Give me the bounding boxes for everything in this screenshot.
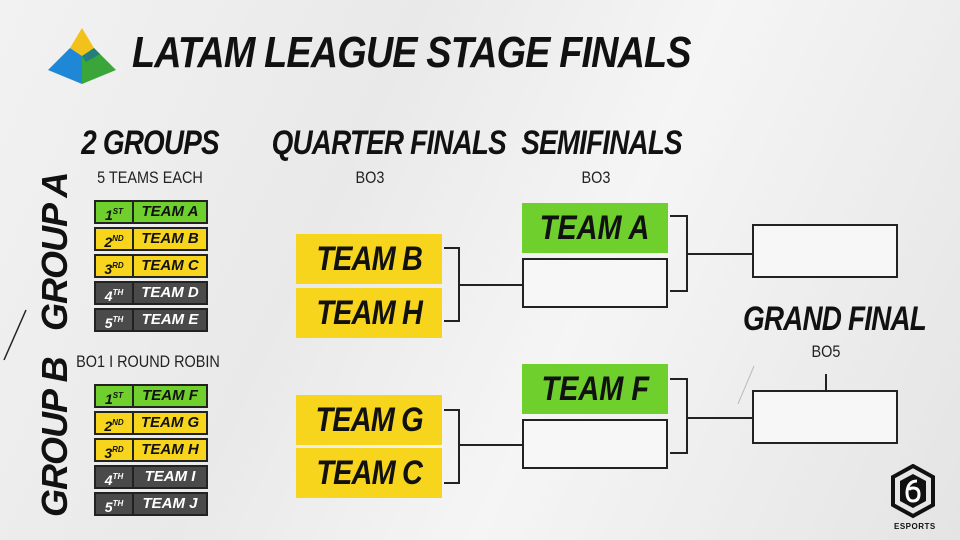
- rank-cell: 4TH: [94, 281, 134, 305]
- sf2-seed: TEAM F: [522, 364, 668, 414]
- table-row: 5TH TEAM E: [94, 308, 208, 332]
- rank-cell: 1ST: [94, 384, 134, 408]
- sf2-connector-vertical: [686, 378, 688, 454]
- sf1-connector-out: [688, 253, 752, 255]
- qf2-connector-top: [444, 409, 460, 411]
- qf1-team-top: TEAM B: [296, 234, 442, 284]
- team-cell: TEAM E: [134, 308, 208, 332]
- qf1-connector-top: [444, 247, 460, 249]
- qf2-connector-bottom: [444, 482, 460, 484]
- group-b-label: GROUP B: [34, 357, 75, 517]
- qf1-connector-vertical: [458, 247, 460, 322]
- table-row: 5TH TEAM J: [94, 492, 208, 516]
- sf1-connector-bottom: [670, 290, 688, 292]
- table-row: 3RD TEAM H: [94, 438, 208, 462]
- sf2-connector-top: [670, 378, 688, 380]
- rank-cell: 5TH: [94, 308, 134, 332]
- esports-label: ESPORTS: [894, 522, 936, 531]
- background-slash-decoration: [3, 309, 27, 361]
- team-cell: TEAM G: [134, 411, 208, 435]
- rank-cell: 3RD: [94, 254, 134, 278]
- team-cell: TEAM J: [134, 492, 208, 516]
- background-slash-decoration: [737, 365, 755, 405]
- qf1-connector-out: [460, 284, 522, 286]
- table-row: 2ND TEAM B: [94, 227, 208, 251]
- group-a-table: 1ST TEAM A 2ND TEAM B 3RD TEAM C 4TH TEA…: [94, 200, 208, 335]
- rank-cell: 2ND: [94, 411, 134, 435]
- table-row: 1ST TEAM A: [94, 200, 208, 224]
- team-cell: TEAM A: [134, 200, 208, 224]
- groups-subheading: 5 TEAMS EACH: [97, 168, 203, 187]
- qf2-connector-vertical: [458, 409, 460, 484]
- sf2-connector-out: [688, 417, 752, 419]
- rank-cell: 1ST: [94, 200, 134, 224]
- team-cell: TEAM H: [134, 438, 208, 462]
- grand-final-slot-bottom: [752, 390, 898, 444]
- table-row: 4TH TEAM I: [94, 465, 208, 489]
- semifinals-format: BO3: [581, 168, 611, 187]
- grand-final-format: BO5: [811, 342, 841, 361]
- rank-cell: 5TH: [94, 492, 134, 516]
- groups-heading: 2 GROUPS: [81, 124, 219, 162]
- grand-final-heading: GRAND FINAL: [743, 300, 927, 338]
- team-cell: TEAM B: [134, 227, 208, 251]
- semifinals-heading: SEMIFINALS: [521, 124, 682, 162]
- table-row: 1ST TEAM F: [94, 384, 208, 408]
- qf1-connector-bottom: [444, 320, 460, 322]
- grand-final-slot-top: [752, 224, 898, 278]
- page-title: LATAM LEAGUE STAGE FINALS: [132, 28, 692, 77]
- sf1-seed: TEAM A: [522, 203, 668, 253]
- group-b-table: 1ST TEAM F 2ND TEAM G 3RD TEAM H 4TH TEA…: [94, 384, 208, 519]
- rank-cell: 4TH: [94, 465, 134, 489]
- rank-cell: 2ND: [94, 227, 134, 251]
- quarterfinals-heading: QUARTER FINALS: [271, 124, 507, 162]
- sf2-qf-winner: [522, 419, 668, 469]
- sf1-connector-vertical: [686, 215, 688, 292]
- team-cell: TEAM C: [134, 254, 208, 278]
- groups-format: BO1 I ROUND ROBIN: [76, 352, 220, 371]
- grand-final-connector: [825, 374, 827, 390]
- table-row: 4TH TEAM D: [94, 281, 208, 305]
- table-row: 3RD TEAM C: [94, 254, 208, 278]
- qf2-team-bottom: TEAM C: [296, 448, 442, 498]
- qf1-team-bottom: TEAM H: [296, 288, 442, 338]
- sf2-connector-bottom: [670, 452, 688, 454]
- group-a-label: GROUP A: [34, 172, 75, 331]
- six-esports-logo-icon: [891, 464, 935, 519]
- team-cell: TEAM I: [134, 465, 208, 489]
- qf2-connector-out: [460, 444, 522, 446]
- qf2-team-top: TEAM G: [296, 395, 442, 445]
- quarterfinals-format: BO3: [355, 168, 385, 187]
- team-cell: TEAM F: [134, 384, 208, 408]
- team-cell: TEAM D: [134, 281, 208, 305]
- latam-league-logo: [48, 28, 116, 84]
- sf1-connector-top: [670, 215, 688, 217]
- sf1-qf-winner: [522, 258, 668, 308]
- rank-cell: 3RD: [94, 438, 134, 462]
- table-row: 2ND TEAM G: [94, 411, 208, 435]
